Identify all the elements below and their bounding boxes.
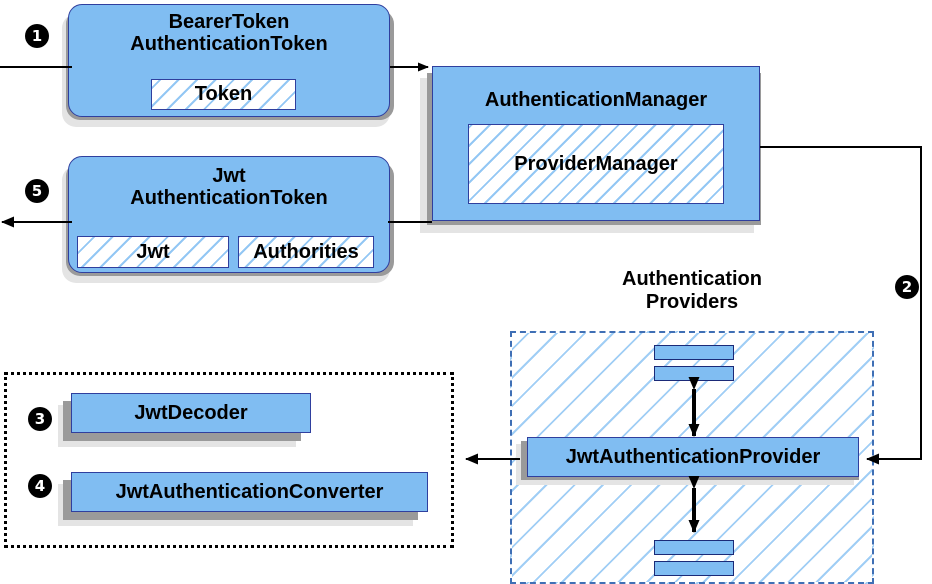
step-marker-2: 2: [895, 275, 919, 299]
jwt-authentication-converter-label: JwtAuthenticationConverter: [115, 480, 384, 503]
authorities-label: Authorities: [253, 240, 359, 263]
provider-manager-box[interactable]: ProviderManager: [468, 124, 724, 204]
step-marker-4-number: 4: [34, 477, 46, 495]
authentication-manager-title: AuthenticationManager: [484, 89, 708, 111]
jwt-token-title-line2: AuthenticationToken: [130, 187, 328, 210]
jwt-label: Jwt: [136, 240, 170, 263]
bearer-token-title-line1: BearerToken: [168, 11, 290, 33]
provider-stub-bar-top-2: [654, 366, 734, 381]
step-marker-5-number: 5: [31, 182, 43, 200]
jwt-authentication-converter-node[interactable]: JwtAuthenticationConverter: [71, 472, 428, 512]
providers-caption-line1: Authentication: [622, 268, 762, 290]
step-marker-4: 4: [28, 474, 52, 498]
step-marker-2-number: 2: [901, 278, 913, 296]
jwt-authentication-provider-node[interactable]: JwtAuthenticationProvider: [527, 437, 859, 477]
jwt-decoder-node[interactable]: JwtDecoder: [71, 393, 311, 433]
jwt-token-title-line1: Jwt: [212, 165, 246, 187]
provider-stub-bar-bottom-2: [654, 561, 734, 576]
jwt-box[interactable]: Jwt: [77, 236, 229, 268]
authorities-box[interactable]: Authorities: [238, 236, 374, 268]
step-marker-1: 1: [25, 24, 49, 48]
provider-stub-bar-bottom-1: [654, 540, 734, 555]
step-marker-5: 5: [25, 179, 49, 203]
jwt-support-region: [4, 372, 454, 548]
bearer-token-title-line2: AuthenticationToken: [130, 33, 328, 56]
token-label: Token: [194, 83, 253, 105]
provider-stub-bar-top-1: [654, 345, 734, 360]
step-marker-3: 3: [28, 407, 52, 431]
provider-manager-label: ProviderManager: [514, 152, 678, 175]
token-box[interactable]: Token: [151, 79, 296, 110]
jwt-decoder-label: JwtDecoder: [134, 401, 248, 424]
step-marker-3-number: 3: [34, 410, 46, 428]
jwt-authentication-provider-label: JwtAuthenticationProvider: [565, 445, 821, 468]
authentication-providers-caption: Authentication Providers: [560, 268, 824, 314]
step-marker-1-number: 1: [31, 27, 43, 45]
providers-caption-line2: Providers: [645, 291, 739, 313]
